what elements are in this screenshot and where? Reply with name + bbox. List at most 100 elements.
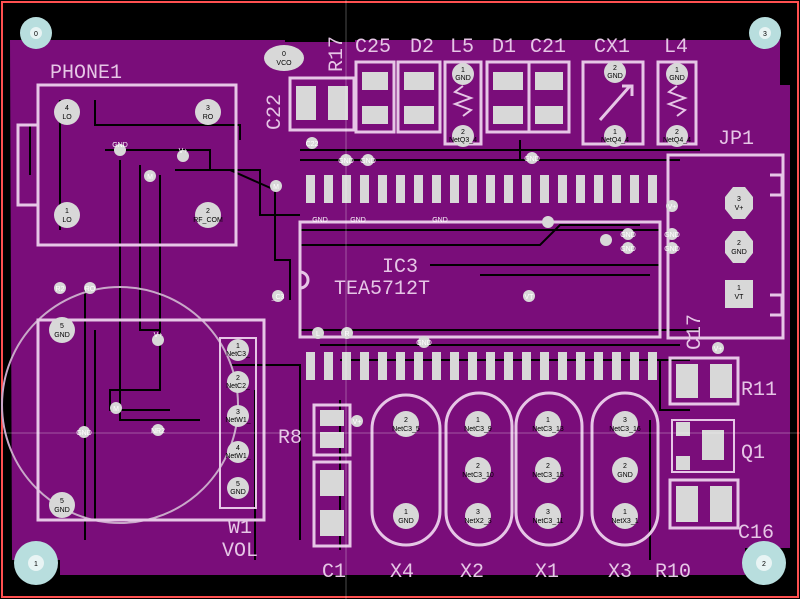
- c21-label: C21: [530, 36, 566, 59]
- via-ro: RO: [85, 286, 96, 293]
- jp1-pad-3-net: V+: [735, 205, 744, 212]
- via-gnd-10: GND: [664, 246, 680, 253]
- mount-hole-2-label: 2: [762, 561, 766, 568]
- phone1-label: PHONE1: [50, 62, 122, 85]
- via-m-1: M: [147, 174, 153, 181]
- cx1-pad-2-net: GND: [607, 73, 623, 80]
- ic3-name-label: IC3: [382, 256, 418, 279]
- cx1-pad-1-num: 1: [613, 129, 617, 136]
- x4-pad-2-num: 2: [404, 417, 408, 424]
- l4-coil: [666, 85, 688, 117]
- vol-pad-5-net: GND: [230, 489, 246, 496]
- x2-pad-1-net: NetC3_9: [464, 426, 492, 433]
- x1-pad-2-num: 2: [546, 463, 550, 470]
- via-nr2: NR2: [151, 428, 165, 435]
- x1-pad-1-num: 1: [546, 417, 550, 424]
- x1-pad-3-net: NetC3_11: [532, 518, 563, 525]
- phone1-pad-3: [195, 99, 221, 125]
- phone1-pad-4-net: LO: [62, 114, 72, 121]
- x2-pad-3-net: NetX2_3: [464, 518, 491, 525]
- vol-pad-5-num: 5: [236, 481, 240, 488]
- l5-pad-2-net: NetQ3_4: [449, 137, 477, 144]
- ic3-notch: [299, 270, 310, 290]
- d2-label: D2: [410, 36, 434, 59]
- vol-pad-3: [227, 405, 249, 427]
- jp1-pad-2-net: GND: [731, 249, 747, 256]
- via-l: L: [316, 331, 320, 338]
- r8-label: R8: [278, 427, 302, 450]
- vol-pin-header: [219, 337, 257, 509]
- vol-pad-2-net: NetC2_: [226, 383, 250, 390]
- via-gnd-7: GND: [620, 232, 636, 239]
- via-gnd-9: GND: [664, 232, 680, 239]
- x1-pad-1: [535, 411, 561, 437]
- vol-pad-1-net: NetC3_: [226, 351, 250, 358]
- l5-pad-1: [452, 63, 474, 85]
- vol-pad-1: [227, 339, 249, 361]
- x2-outline: [444, 391, 514, 547]
- x3-label: X3: [608, 561, 632, 584]
- w1-pad-5a: [49, 317, 75, 343]
- x2-pad-3-num: 3: [476, 509, 480, 516]
- x2-pad-1-num: 1: [476, 417, 480, 424]
- w1-pad-5a-net: GND: [54, 332, 70, 339]
- via-vplus-1: V+: [179, 148, 188, 155]
- w1-pad-5b-net: GND: [54, 507, 70, 514]
- c17-label: C17: [684, 314, 707, 350]
- l5-pad-2-num: 2: [461, 129, 465, 136]
- via-vplus-5: V+: [714, 346, 723, 353]
- vol-pad-2: [227, 371, 249, 393]
- right-smd-parts: [668, 356, 740, 530]
- r8-pad-b: [320, 432, 344, 448]
- l5-coil: [452, 85, 474, 117]
- ic3-pins-top: [306, 175, 657, 203]
- x4-pad-1-net: GND: [398, 518, 414, 525]
- d1-label: D1: [492, 36, 516, 59]
- vol-pad-3-num: 3: [236, 409, 240, 416]
- via-r: R: [344, 331, 349, 338]
- r17-label: R17: [326, 36, 349, 72]
- x2-pad-2: [465, 457, 491, 483]
- r10-label: R10: [655, 561, 691, 584]
- cx1-label: CX1: [594, 36, 630, 59]
- phone1-tab: [16, 123, 40, 207]
- vol-pad-5: [227, 477, 249, 499]
- cx1-pad-1: [604, 125, 626, 147]
- phone1-pad-1-net: LO: [62, 217, 72, 224]
- c25-label: C25: [355, 36, 391, 59]
- x2-pad-2-net: NetC3_10: [462, 472, 494, 479]
- l5-pad-1-net: GND: [455, 75, 471, 82]
- x3-pad-3: [612, 411, 638, 437]
- via-gnd-1: GND: [112, 142, 128, 149]
- via-m-2: M: [273, 184, 279, 191]
- phone1-pad-1-num: 1: [65, 208, 69, 215]
- vol-pad-4-num: 4: [236, 445, 240, 452]
- via-gnd-2: GND: [76, 430, 92, 437]
- x3-pad-2-num: 2: [623, 463, 627, 470]
- mount-hole-1-label: 1: [34, 561, 38, 568]
- phone1-pad-2-num: 2: [206, 208, 210, 215]
- x1-label: X1: [535, 561, 559, 584]
- vol-pad-4-net: NetW1_: [225, 453, 250, 460]
- x2-pad-3: [465, 503, 491, 529]
- c1-outline: [312, 460, 352, 548]
- l4-pad-2-num: 2: [675, 129, 679, 136]
- x2-pad-2-num: 2: [476, 463, 480, 470]
- cx1-pad-2: [604, 61, 626, 83]
- l5-label: L5: [450, 36, 474, 59]
- l4-pad-1: [666, 63, 688, 85]
- x1-pad-3-num: 3: [546, 509, 550, 516]
- top-smd-parts: [288, 60, 645, 146]
- phone1-pad-1: [54, 202, 80, 228]
- r8-outline: [312, 403, 352, 457]
- via-c3: _C3: [271, 294, 285, 301]
- x1-pad-1-net: NetC3_13: [532, 426, 564, 433]
- vol-pad-4: [227, 441, 249, 463]
- via-m-3: M: [113, 406, 119, 413]
- c16-label: C16: [738, 522, 774, 545]
- x1-pad-2: [535, 457, 561, 483]
- vco-pad-num: 0: [282, 51, 286, 58]
- l4-pad-2-net: NetQ4_4: [663, 137, 691, 144]
- jp1-pad-1-net: VT: [735, 294, 745, 301]
- ic3-part-label: TEA5712T: [334, 278, 430, 301]
